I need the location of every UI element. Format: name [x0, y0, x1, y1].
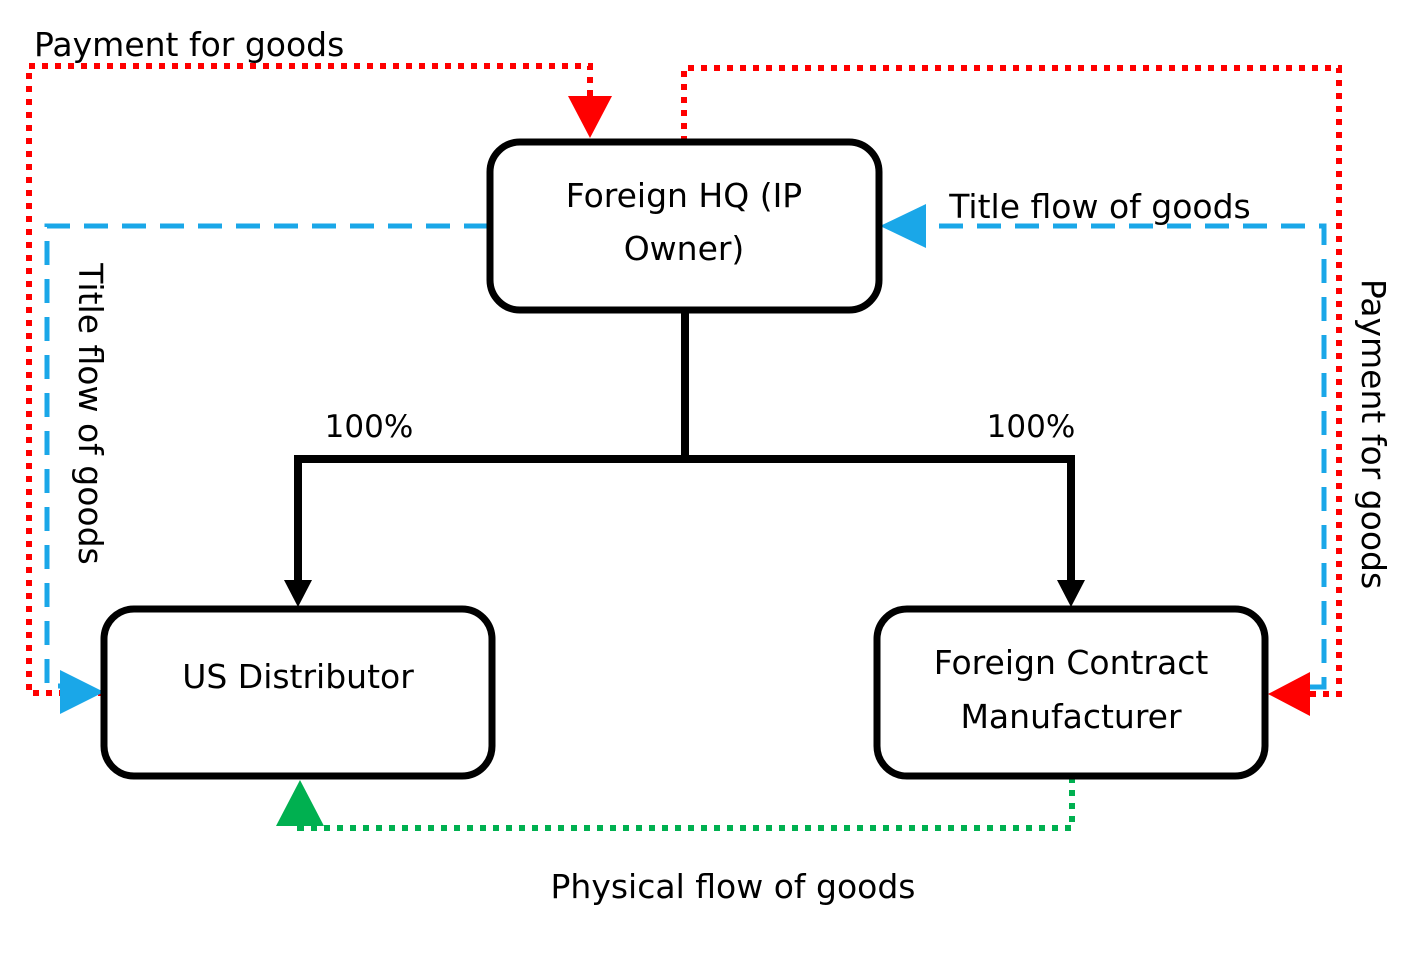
title-flow-right-line — [922, 223, 1327, 690]
payment-arrowhead-into-hq — [568, 96, 612, 138]
ownership-arrowhead-manufacturer — [1057, 580, 1085, 607]
node-us-distributor-box — [100, 605, 496, 780]
payment-arrowhead-into-manufacturer — [1268, 672, 1310, 716]
node-foreign-hq-label-line2: Owner) — [624, 229, 745, 268]
title-arrowhead-into-distributor — [60, 670, 104, 714]
physical-flow-line — [297, 777, 1075, 831]
node-foreign-contract-manufacturer-label-line1: Foreign Contract — [934, 643, 1209, 682]
ownership-arrowhead-distributor — [284, 580, 312, 607]
title-flow-right-label: Title flow of goods — [948, 187, 1250, 226]
node-foreign-hq: Foreign HQ (IP Owner) — [486, 138, 883, 314]
node-us-distributor: US Distributor — [100, 605, 496, 780]
node-foreign-hq-label-line1: Foreign HQ (IP — [566, 176, 802, 215]
node-foreign-contract-manufacturer-label-line2: Manufacturer — [960, 697, 1182, 736]
ownership-right-branch-line — [681, 455, 1075, 584]
node-us-distributor-label: US Distributor — [182, 657, 414, 696]
ownership-left-percent: 100% — [325, 409, 414, 445]
physical-flow-label: Physical flow of goods — [551, 867, 916, 906]
payment-flow-left-line — [26, 63, 593, 696]
node-foreign-hq-box — [486, 138, 883, 314]
title-arrowhead-into-hq — [880, 204, 926, 248]
payment-flow-right-label: Payment for goods — [1354, 279, 1393, 589]
ownership-right-percent: 100% — [987, 409, 1076, 445]
ownership-left-branch-line — [294, 455, 689, 584]
payment-flow-top-label: Payment for goods — [34, 25, 344, 64]
title-flow-left-label: Title flow of goods — [71, 262, 110, 564]
node-foreign-contract-manufacturer-box — [873, 605, 1269, 780]
payment-flow-right-line — [681, 65, 1342, 697]
node-foreign-contract-manufacturer: Foreign Contract Manufacturer — [873, 605, 1269, 780]
physical-arrowhead-into-distributor — [276, 780, 324, 826]
